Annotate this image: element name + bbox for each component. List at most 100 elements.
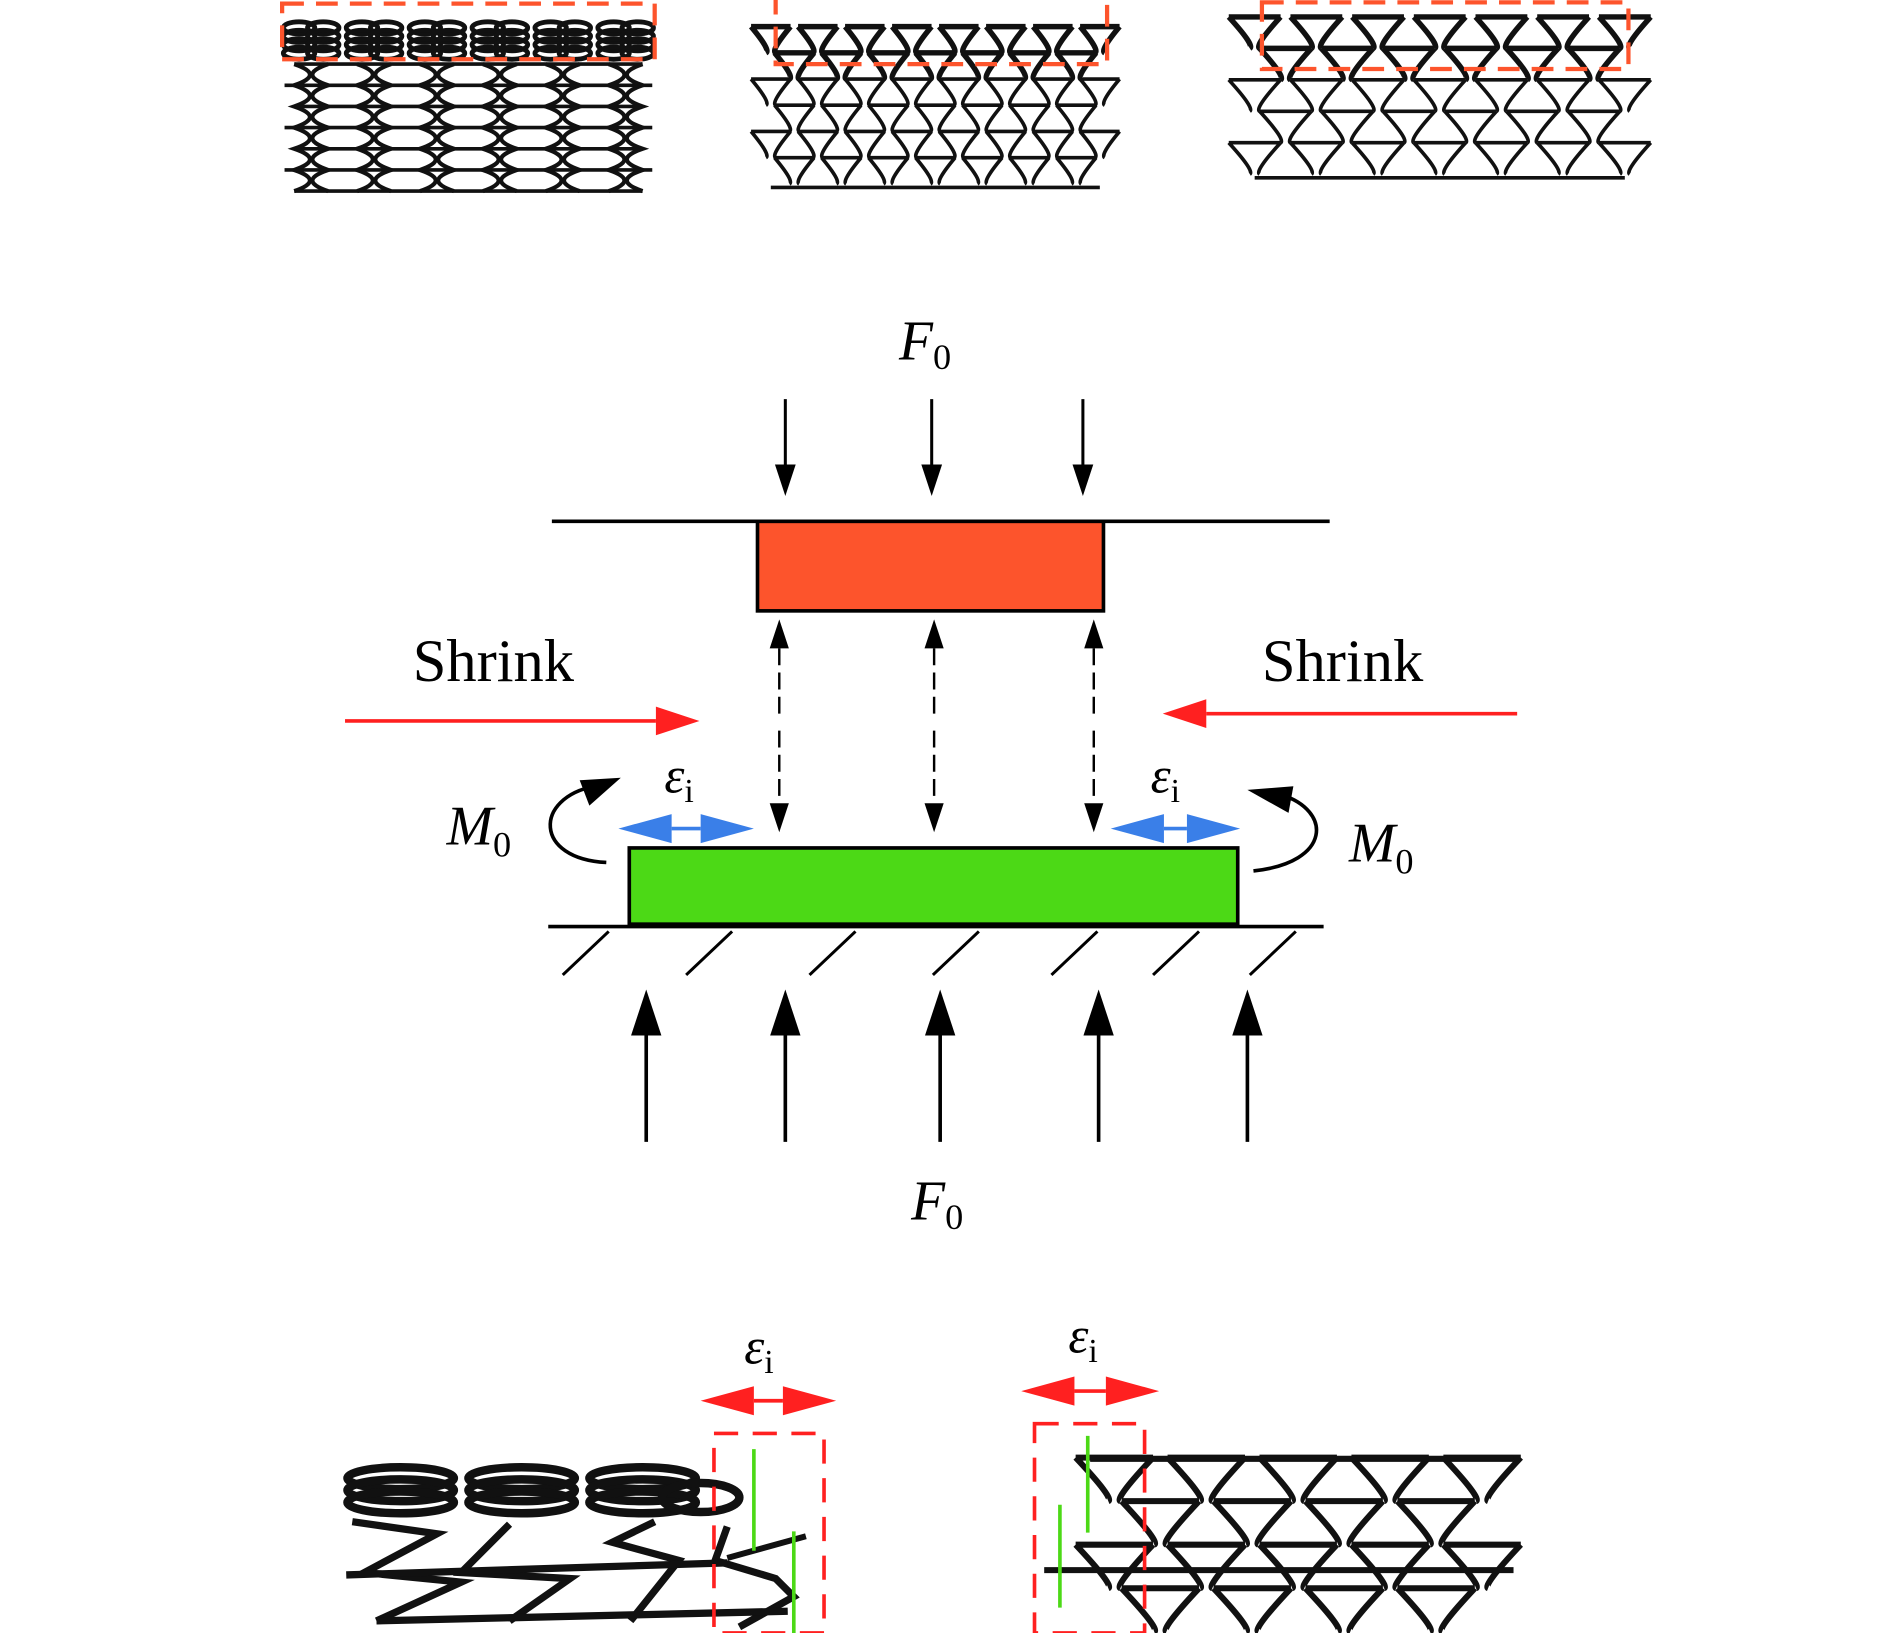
moment-arc-left [548,784,607,865]
coil-loop [532,36,569,54]
anvil-cell [820,103,863,134]
shrink-arrow-right-head [1162,699,1207,729]
anvil-cell [1119,1498,1202,1548]
anvil-cell [1381,109,1437,145]
reaction-arrow-up-3-head [1084,619,1104,649]
anvil-cell [1319,109,1375,145]
coil-loop [532,27,569,45]
coil-loop [430,36,468,54]
shrink-label-right: Shrink [1262,628,1424,695]
strain-arrow-left-head-left [618,814,672,844]
anvil-cell [1257,45,1314,83]
reaction-arrow-down-3 [1084,730,1104,833]
strain-label-right: εi [1151,747,1180,810]
coil-loop [469,19,506,37]
anvil-cell [1535,78,1591,113]
coil-loop [343,36,381,54]
coil-loop [619,19,656,37]
ground-hatch [808,930,857,977]
support-force-arrow-4 [1083,989,1114,1142]
anvil-cell [796,129,839,160]
anvil-cell [1227,140,1282,176]
panel-anvil-lattice-b [1226,0,1653,180]
anvil-cell [1443,109,1498,145]
reaction-arrow-up-2 [924,619,944,714]
coil-loop [493,27,531,45]
reaction-arrow-down-1-head [769,803,789,833]
anvil-cell [914,155,957,186]
strain-arrow-right-head-right [1186,814,1241,844]
support-force-arrow-1 [631,989,662,1142]
anvil-cell [1474,78,1529,113]
coil-loop [430,19,468,37]
anvil-cell [1257,1454,1340,1504]
coil-loop [406,36,444,54]
anvil-cell [1412,140,1467,176]
anvil-cell [1165,1454,1248,1504]
anvil-cell [1504,45,1561,83]
reaction-arrow-down-2-head [924,803,944,833]
highlight-box [280,1,657,62]
spring-strut [602,1518,686,1624]
moment-arrowhead-left [579,777,621,806]
coil-loop [464,1487,580,1518]
coil-loop [493,44,531,62]
anvil-cell [1535,14,1592,51]
applied-force-arrow-top-1 [774,399,796,496]
coil-loop [343,27,381,45]
coil-loop [532,44,569,62]
coil-loop [430,44,468,62]
coil-loop [469,27,506,45]
shrink-arrow-left [345,706,700,736]
applied-force-arrow-top-3-head [1072,464,1094,496]
support-force-arrow-2-head [770,989,801,1036]
anvil-cell [1289,78,1344,113]
anvil-cell [748,23,793,56]
anvil-cell [1596,14,1653,51]
ground-hatch [685,930,734,977]
anvil-cell [890,77,933,107]
anvil-cell [1288,14,1345,51]
anvil-cell [914,103,957,134]
moment-arc-right [1253,792,1319,873]
shrink-arrow-left-head [655,706,700,736]
coil-loop [595,27,632,45]
anvil-cell [961,103,1004,134]
spring-strut [452,1521,581,1624]
anvil-cell [1395,1498,1478,1548]
anvil-cell [1073,1541,1156,1592]
anvil-cell [1078,129,1121,160]
anvil-cell [1055,155,1098,186]
strain-arrow-detail-right-head-right [1105,1376,1160,1406]
detail-anvil-edge [1021,1376,1523,1633]
anvil-cell [796,77,839,107]
spring-tie [376,1607,788,1625]
panel-reentrant-spring [280,1,657,194]
coil-loop [619,27,656,45]
coil-loop [595,19,632,37]
anvil-cell [1031,129,1074,160]
coil-loop [305,19,342,37]
anvil-cell [1350,14,1406,51]
top-lattice-panels [280,0,1653,194]
anvil-cell [773,155,816,186]
coil-loop [368,19,405,37]
strain-arrow-right-head-left [1110,814,1164,844]
anvil-cell [1535,140,1591,176]
anvil-cell [889,23,934,56]
anvil-cell [1078,77,1121,107]
coil-loop [305,27,342,45]
anvil-cell [1566,109,1622,145]
strain-arrow-detail-left-head-right [782,1386,837,1416]
anvil-cell [1031,77,1074,107]
bottom-detail-panels [343,1376,1523,1633]
anvil-cell [1566,45,1622,83]
force-label-top: F0 [898,310,951,377]
anvil-cell [1211,1498,1294,1548]
anvil-cell [1303,1585,1386,1633]
reaction-arrow-up-2-head [924,619,944,649]
applied-force-arrow-top-3 [1072,399,1094,496]
anvil-cell [1597,140,1653,176]
ground-hatch [1152,930,1201,977]
